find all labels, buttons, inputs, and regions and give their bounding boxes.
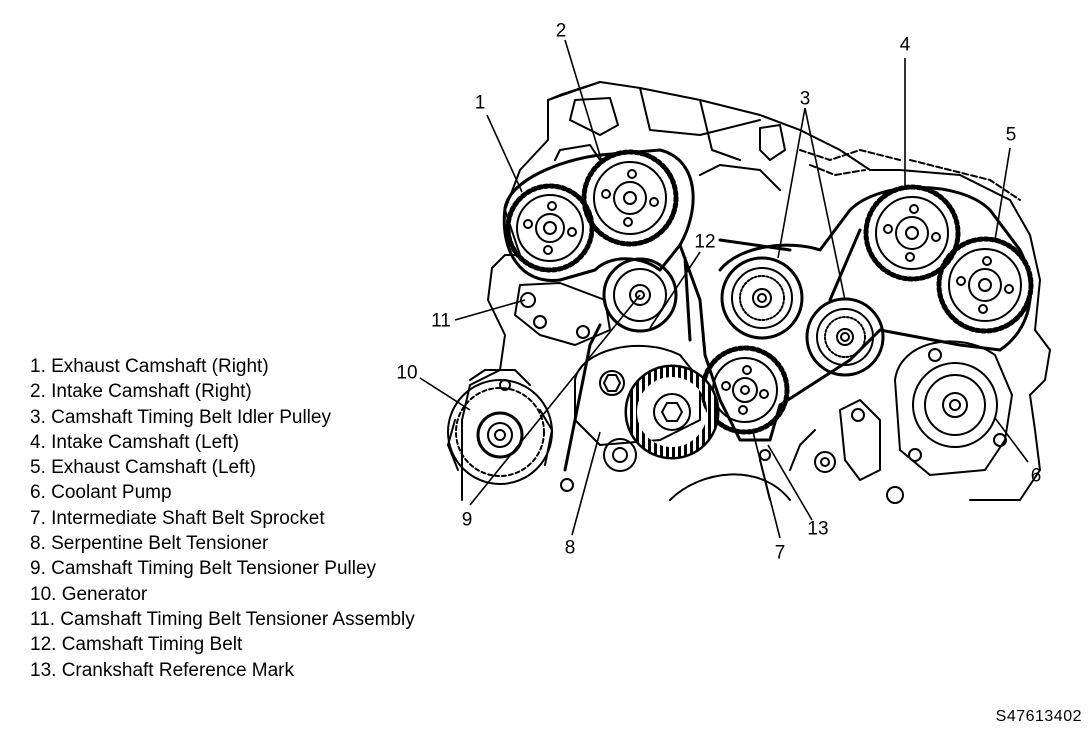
leader-lines xyxy=(419,39,1029,539)
callout-10: 10 xyxy=(396,362,418,384)
legend-item: 9. Camshaft Timing Belt Tensioner Pulley xyxy=(30,558,377,580)
intake-camshaft-left-sprocket xyxy=(863,184,961,282)
callout-7: 7 xyxy=(774,542,786,564)
bracket-upper xyxy=(554,97,619,161)
crankshaft-pulley-edge xyxy=(669,473,791,501)
intake-camshaft-right-sprocket xyxy=(581,149,679,247)
callout-9: 9 xyxy=(461,509,473,531)
legend-item: 2. Intake Camshaft (Right) xyxy=(30,381,252,403)
generator xyxy=(447,369,553,485)
coolant-pipe xyxy=(699,124,786,191)
ribbed-pulley xyxy=(624,364,720,460)
exhaust-camshaft-left-sprocket xyxy=(936,236,1034,334)
callout-2: 2 xyxy=(555,20,567,42)
legend-item: 12. Camshaft Timing Belt xyxy=(30,634,243,656)
legend-item: 3. Camshaft Timing Belt Idler Pulley xyxy=(30,406,331,428)
callout-8: 8 xyxy=(564,537,576,559)
legend-item: 5. Exhaust Camshaft (Left) xyxy=(30,457,256,479)
callout-11: 11 xyxy=(431,310,451,332)
camshaft-timing-belt-idler-pulley-upper xyxy=(720,256,804,340)
legend-item: 7. Intermediate Shaft Belt Sprocket xyxy=(30,507,325,529)
engine-block-outline xyxy=(461,81,1051,501)
figure-id: S47613402 xyxy=(995,708,1082,725)
legend-item: 1. Exhaust Camshaft (Right) xyxy=(30,356,269,377)
callout-5: 5 xyxy=(1005,124,1017,146)
tensioner-assembly xyxy=(514,282,611,346)
callout-3: 3 xyxy=(799,88,811,110)
legend-item: 13. Crankshaft Reference Mark xyxy=(30,659,295,681)
legend-item: 4. Intake Camshaft (Left) xyxy=(30,431,240,453)
callout-4: 4 xyxy=(899,34,911,56)
legend-item: 6. Coolant Pump xyxy=(30,482,172,504)
legend-item: 8. Serpentine Belt Tensioner xyxy=(30,533,269,555)
timing-belt-left-bank xyxy=(703,186,1032,442)
wiring-harness xyxy=(799,149,1021,201)
camshaft-timing-belt-tensioner-pulley xyxy=(602,257,678,333)
component-legend: 1. Exhaust Camshaft (Right) 2. Intake Ca… xyxy=(30,354,415,683)
legend-item: 10. Generator xyxy=(30,583,148,605)
exhaust-camshaft-right-sprocket xyxy=(505,183,595,273)
coolant-pump xyxy=(894,340,1013,476)
lower-bracket xyxy=(839,399,881,481)
callout-13: 13 xyxy=(807,518,829,540)
legend-item: 11. Camshaft Timing Belt Tensioner Assem… xyxy=(30,608,415,630)
intake-manifold-outline xyxy=(547,81,761,161)
callout-12: 12 xyxy=(694,231,716,253)
callout-1: 1 xyxy=(474,92,486,114)
timing-belt-center xyxy=(563,243,707,472)
callout-6: 6 xyxy=(1030,465,1042,487)
